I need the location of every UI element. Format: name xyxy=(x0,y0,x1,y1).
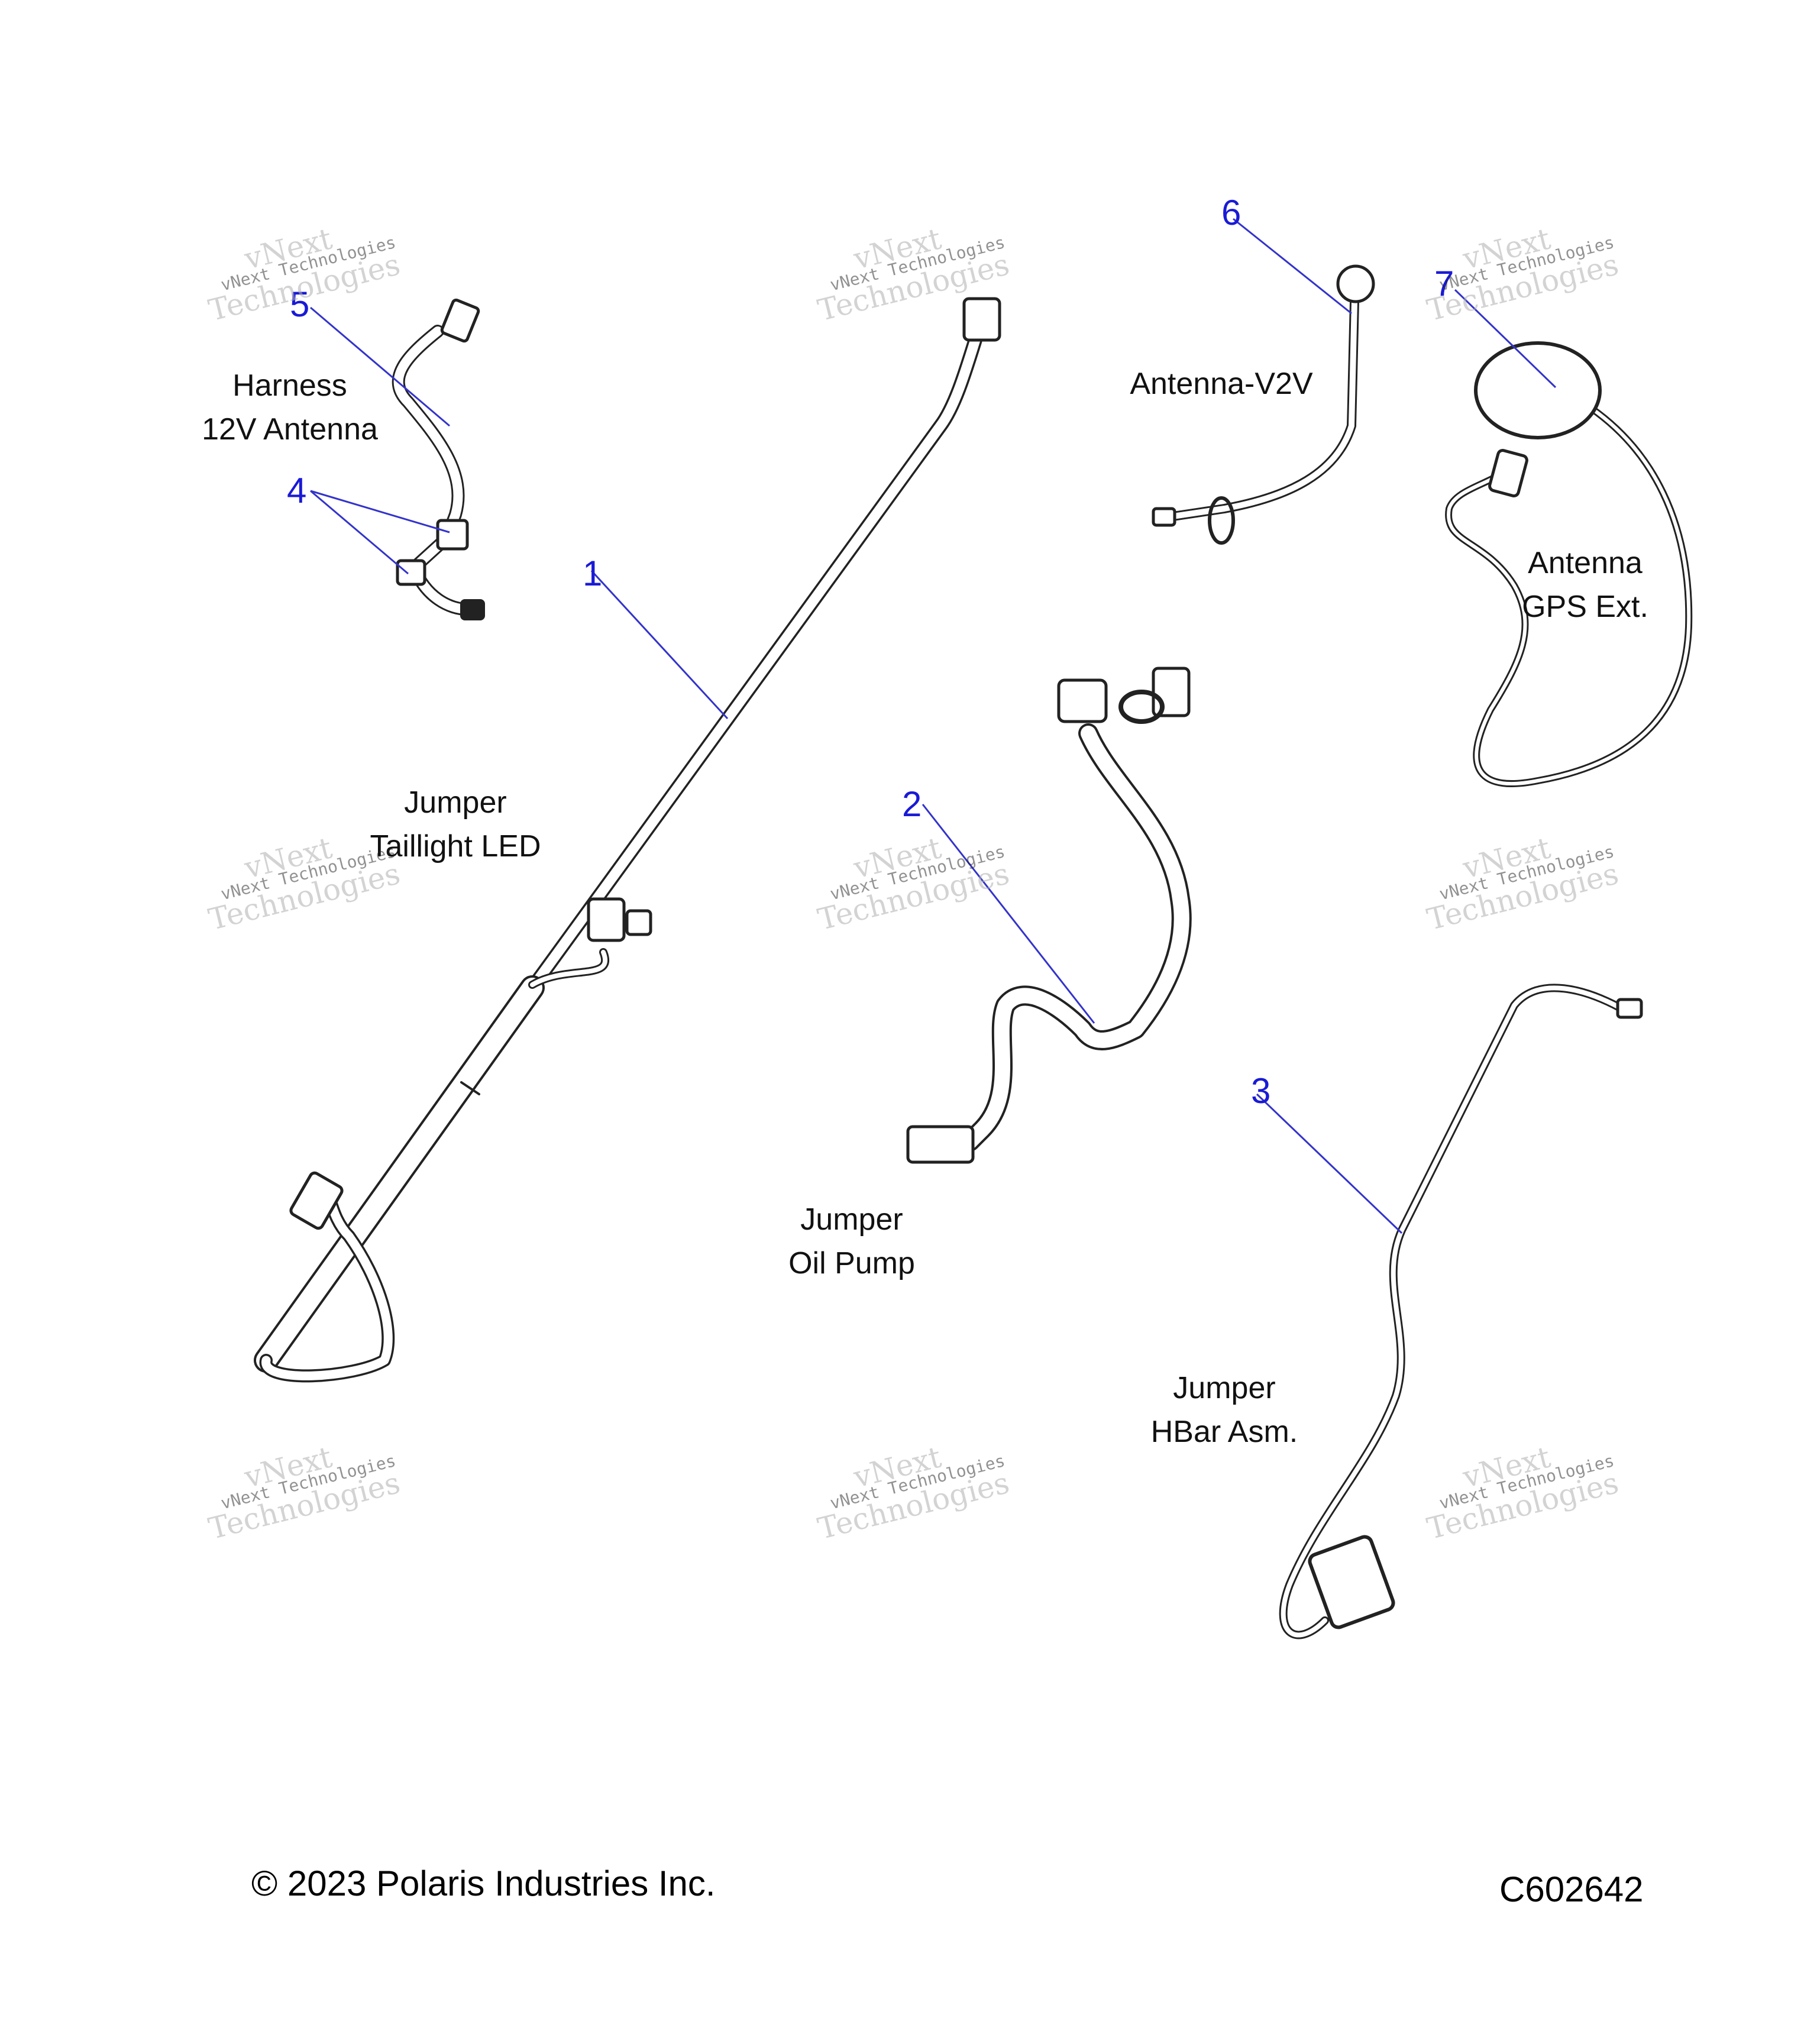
label-harness-12v-antenna: Harness 12V Antenna xyxy=(195,364,384,451)
antenna-gps-ext-part xyxy=(1445,341,1693,787)
label-line: Jumper xyxy=(800,1202,903,1237)
callout-2: 2 xyxy=(902,784,922,824)
label-line: Antenna xyxy=(1528,546,1643,580)
label-antenna-v2v: Antenna-V2V xyxy=(1130,367,1313,401)
diagram-code: C602642 xyxy=(1499,1870,1644,1909)
label-line: HBar Asm. xyxy=(1150,1415,1298,1449)
copyright-notice: © 2023 Polaris Industries Inc. xyxy=(251,1864,716,1903)
label-line: Harness xyxy=(232,368,347,403)
jumper-taillight-led-part xyxy=(254,297,1001,1383)
callout-6: 6 xyxy=(1221,193,1241,232)
label-line: 12V Antenna xyxy=(202,412,378,447)
jumper-oil-pump-part xyxy=(906,667,1192,1164)
label-jumper-oil-pump: Jumper Oil Pump xyxy=(769,1198,935,1285)
label-line: Taillight LED xyxy=(370,829,541,863)
label-line: Oil Pump xyxy=(788,1246,915,1280)
callout-1: 1 xyxy=(583,554,603,593)
harness-12v-antenna-part xyxy=(392,298,485,620)
label-line: GPS Ext. xyxy=(1522,590,1648,624)
callout-3: 3 xyxy=(1251,1071,1271,1111)
callout-7: 7 xyxy=(1434,264,1454,303)
callout-4: 4 xyxy=(287,471,307,510)
label-antenna-gps-ext: Antenna GPS Ext. xyxy=(1502,541,1668,629)
antenna-v2v-part xyxy=(1152,264,1375,545)
label-line: Jumper xyxy=(404,785,507,820)
label-jumper-taillight-led: Jumper Taillight LED xyxy=(355,781,556,868)
label-line: Jumper xyxy=(1173,1371,1276,1405)
label-jumper-hbar-asm: Jumper HBar Asm. xyxy=(1142,1366,1307,1454)
callout-5: 5 xyxy=(290,284,310,324)
jumper-hbar-asm-part xyxy=(1279,984,1643,1639)
